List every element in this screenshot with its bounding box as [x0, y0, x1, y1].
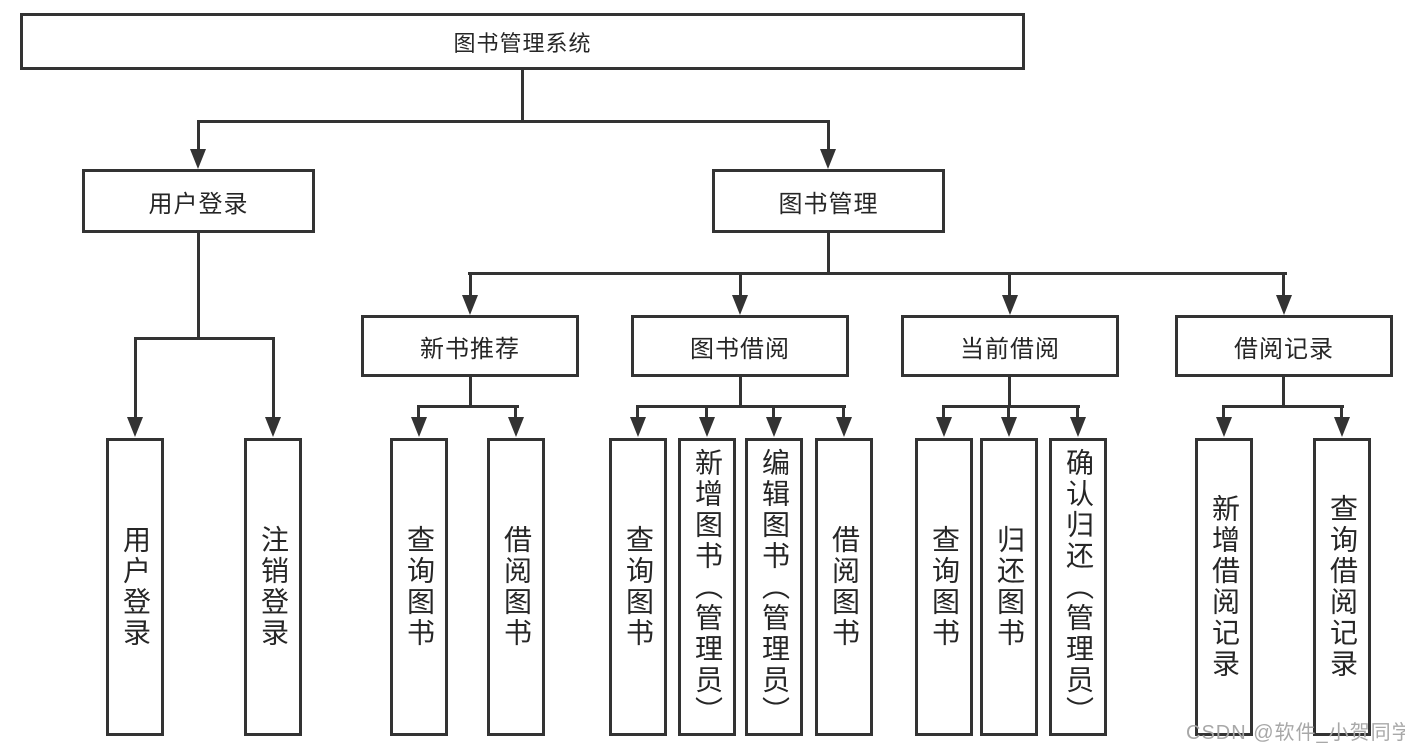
connector-line — [469, 272, 472, 295]
node-book-borrowing: 图书借阅 — [631, 315, 849, 377]
connector-line — [417, 405, 420, 417]
node-library-management-system: 图书管理系统 — [20, 13, 1025, 70]
connector-line — [514, 405, 517, 417]
leaf-logout: 注销登录 — [244, 438, 302, 736]
leaf-label: 借阅图书 — [501, 525, 532, 649]
leaf-borrow-books-recommend: 借阅图书 — [487, 438, 545, 736]
arrow-down-icon — [1070, 417, 1086, 437]
connector-line — [705, 405, 708, 417]
connector-line — [1222, 405, 1225, 417]
leaf-label: 确认归还（管理员） — [1063, 447, 1094, 727]
connector-line — [197, 233, 200, 337]
node-book-management-branch: 图书管理 — [712, 169, 945, 233]
connector-line — [1007, 405, 1010, 417]
connector-line — [1340, 405, 1343, 417]
arrow-down-icon — [1334, 417, 1350, 437]
connector-line — [417, 405, 519, 408]
arrow-down-icon — [820, 149, 836, 169]
arrow-down-icon — [411, 417, 427, 437]
arrow-down-icon — [190, 149, 206, 169]
connector-line — [1282, 272, 1285, 295]
leaf-borrow-books-borrowing: 借阅图书 — [815, 438, 873, 736]
arrow-down-icon — [766, 417, 782, 437]
node-current-borrowing: 当前借阅 — [901, 315, 1119, 377]
connector-line — [197, 120, 830, 123]
leaf-query-books-current: 查询图书 — [915, 438, 973, 736]
leaf-query-borrow-record: 查询借阅记录 — [1313, 438, 1371, 736]
leaf-edit-book-admin: 编辑图书（管理员） — [745, 438, 803, 736]
connector-line — [636, 405, 639, 417]
arrow-down-icon — [1276, 295, 1292, 315]
connector-line — [827, 120, 830, 150]
node-borrowing-records: 借阅记录 — [1175, 315, 1393, 377]
connector-line — [1282, 377, 1285, 405]
connector-line — [1222, 405, 1344, 408]
connector-line — [942, 405, 1080, 408]
connector-line — [827, 233, 830, 272]
connector-line — [521, 70, 524, 120]
leaf-query-books-borrowing: 查询图书 — [609, 438, 667, 736]
leaf-confirm-return-admin: 确认归还（管理员） — [1049, 438, 1107, 736]
arrow-down-icon — [1001, 417, 1017, 437]
arrow-down-icon — [936, 417, 952, 437]
leaf-label: 编辑图书（管理员） — [759, 447, 790, 727]
connector-line — [1076, 405, 1079, 417]
connector-line — [272, 337, 275, 417]
arrow-down-icon — [265, 417, 281, 437]
leaf-label: 查询图书 — [404, 525, 435, 649]
connector-line — [468, 272, 1287, 275]
leaf-return-book: 归还图书 — [980, 438, 1038, 736]
arrow-down-icon — [836, 417, 852, 437]
node-new-book-recommendation: 新书推荐 — [361, 315, 579, 377]
arrow-down-icon — [127, 417, 143, 437]
arrow-down-icon — [508, 417, 524, 437]
connector-line — [134, 337, 275, 340]
arrow-down-icon — [1002, 295, 1018, 315]
arrow-down-icon — [732, 295, 748, 315]
leaf-label: 查询图书 — [929, 525, 960, 649]
leaf-label: 查询图书 — [623, 525, 654, 649]
connector-line — [739, 272, 742, 295]
connector-line — [134, 337, 137, 417]
leaf-user-login: 用户登录 — [106, 438, 164, 736]
connector-line — [1008, 272, 1011, 295]
leaf-label: 注销登录 — [258, 525, 289, 649]
connector-line — [197, 120, 200, 150]
connector-line — [842, 405, 845, 417]
leaf-label: 归还图书 — [994, 525, 1025, 649]
connector-line — [636, 405, 846, 408]
arrow-down-icon — [699, 417, 715, 437]
connector-line — [1008, 377, 1011, 405]
connector-line — [739, 377, 742, 405]
leaf-add-borrow-record: 新增借阅记录 — [1195, 438, 1253, 736]
node-user-login-branch: 用户登录 — [82, 169, 315, 233]
connector-line — [469, 377, 472, 405]
arrow-down-icon — [1216, 417, 1232, 437]
leaf-label: 新增借阅记录 — [1209, 494, 1240, 680]
leaf-label: 借阅图书 — [829, 525, 860, 649]
csdn-watermark: CSDN @软件_小贺同学 — [1186, 722, 1405, 744]
connector-line — [942, 405, 945, 417]
leaf-add-book-admin: 新增图书（管理员） — [678, 438, 736, 736]
leaf-label: 用户登录 — [120, 525, 151, 649]
connector-line — [772, 405, 775, 417]
leaf-query-books-recommend: 查询图书 — [390, 438, 448, 736]
arrow-down-icon — [462, 295, 478, 315]
leaf-label: 查询借阅记录 — [1327, 494, 1358, 680]
leaf-label: 新增图书（管理员） — [692, 447, 723, 727]
arrow-down-icon — [630, 417, 646, 437]
